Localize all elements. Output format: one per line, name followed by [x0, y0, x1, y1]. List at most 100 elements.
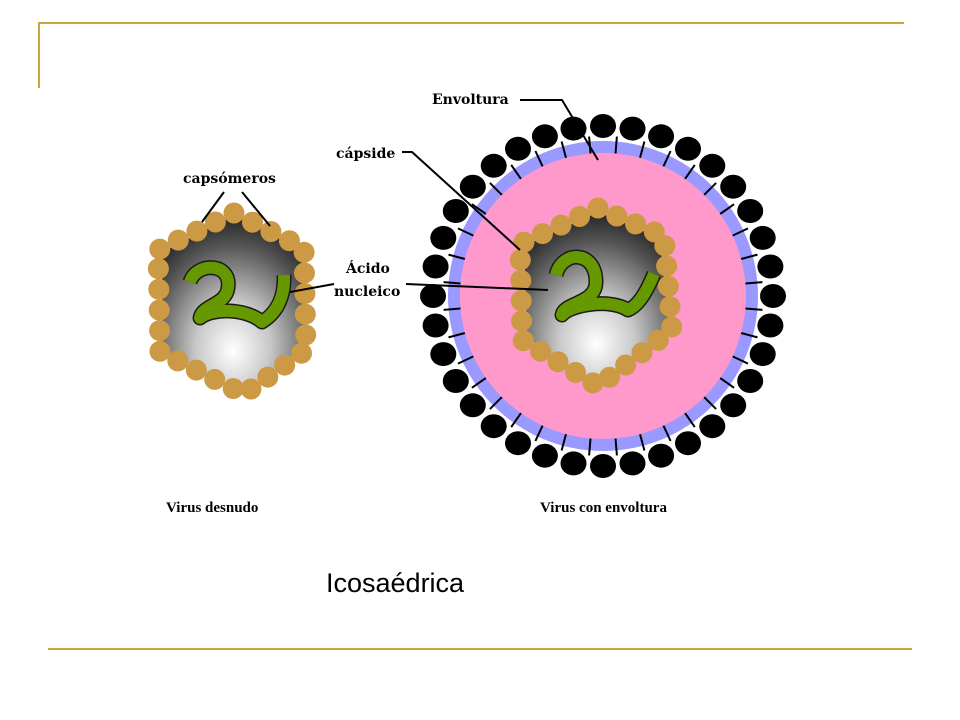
band-tick [614, 438, 618, 456]
envelope-spike [648, 124, 675, 149]
capsomer [511, 310, 533, 332]
envoltura-label: Envoltura [432, 92, 509, 108]
enveloped-virus-title: Virus con envoltura [540, 500, 667, 516]
envelope-spike [560, 451, 587, 476]
band-tick [662, 150, 672, 167]
capsomeros-label: capsómeros [183, 171, 276, 187]
acido-leader-left [289, 283, 335, 293]
capsomer [547, 351, 569, 373]
capsomer [242, 211, 263, 233]
envelope-spikes [420, 114, 786, 478]
capsomer [661, 316, 683, 338]
capsomer [278, 230, 300, 252]
enveloped-capsomers [509, 197, 683, 394]
band-tick [534, 425, 544, 442]
band-tick [510, 412, 522, 428]
acido-label-line1: Ácido [345, 259, 390, 277]
band-tick [745, 281, 763, 285]
band-tick [510, 164, 522, 180]
band-tick [732, 355, 749, 365]
envelope-spike [737, 369, 764, 393]
capsomer [647, 329, 669, 351]
band-tick [489, 396, 503, 410]
band-tick [588, 438, 592, 456]
envelope-spike [422, 313, 449, 338]
envelope-spike [420, 284, 446, 308]
envelope-spike [590, 114, 616, 138]
capsomer [294, 303, 316, 325]
capsomer [149, 320, 171, 342]
band-tick [457, 355, 474, 365]
band-tick [684, 164, 696, 180]
envelope-spike [459, 393, 486, 418]
envelope-spike [675, 136, 701, 161]
envelope-spike [480, 414, 507, 439]
envelope-spike [505, 136, 531, 161]
envelope-spike [505, 431, 531, 456]
band-tick [740, 253, 758, 260]
capsomer [240, 378, 262, 400]
envelope-spike [648, 443, 675, 468]
band-tick [745, 307, 763, 311]
envelope-spike [757, 313, 784, 338]
capsomer [148, 278, 170, 300]
envelope-spike [442, 199, 469, 223]
envelope-spike [737, 199, 764, 223]
top-border-line [40, 22, 904, 24]
capsomer [606, 205, 628, 227]
bottom-border-line [48, 648, 912, 650]
band-tick [732, 227, 749, 237]
band-tick [719, 377, 735, 389]
band-tick [489, 182, 503, 196]
band-tick [684, 412, 696, 428]
band-tick [703, 396, 717, 410]
enveloped-virus [420, 114, 786, 478]
capsomer [510, 290, 532, 312]
envelope-spike [422, 254, 449, 279]
capsomeros-leader-left [201, 191, 225, 223]
envelope-spike [430, 225, 457, 250]
capsomer [530, 340, 552, 362]
band-tick [614, 136, 618, 154]
capsomer [599, 366, 620, 388]
band-tick [719, 203, 735, 215]
slide-caption: Icosaédrica [326, 568, 465, 598]
capsomer [654, 235, 676, 257]
capsomer [222, 378, 244, 400]
naked-capsomers [147, 202, 317, 400]
band-tick [639, 141, 646, 159]
envelope-spike [619, 451, 646, 476]
capsomer [147, 258, 169, 280]
envelope-spike [459, 174, 486, 199]
naked-core [162, 215, 304, 390]
capsomer [569, 206, 590, 227]
naked-virus [147, 202, 317, 400]
band-tick [534, 150, 544, 167]
naked-virus-title: Virus desnudo [166, 500, 258, 516]
envelope-spike [619, 116, 646, 141]
envelope-spike [760, 284, 786, 308]
envelope-spike [560, 116, 587, 141]
capsomer [149, 340, 171, 362]
capsomer [291, 342, 312, 364]
capsomer [257, 366, 279, 388]
envelope-spike [531, 124, 558, 149]
capsomer [167, 229, 189, 251]
envelope-spike [749, 225, 776, 250]
band-tick [457, 227, 474, 237]
capsomer [615, 354, 637, 376]
envelope-spike [590, 454, 616, 478]
acido-label-line2: nucleico [334, 284, 400, 300]
capsomer [260, 221, 282, 242]
capsomer [656, 255, 678, 277]
band-tick [662, 425, 672, 442]
capsomer [565, 361, 586, 383]
capsomer [223, 202, 245, 224]
capsomeros-leader-right [241, 191, 271, 227]
envelope-spike [480, 153, 507, 178]
capsomer [149, 238, 171, 260]
capsomer [293, 241, 315, 263]
envelope-spike [720, 393, 747, 418]
capsomer [274, 354, 296, 376]
envelope-spike [531, 443, 558, 468]
